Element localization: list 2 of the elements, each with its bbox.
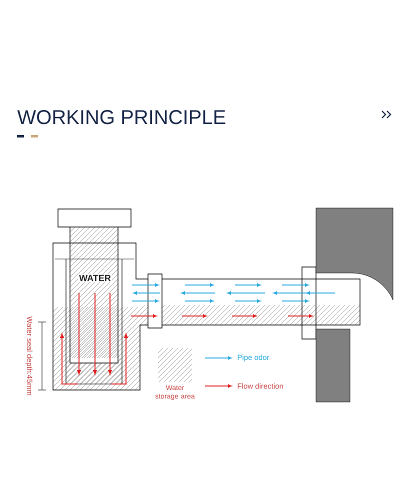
water-label: WATER [78, 274, 112, 282]
title: WORKING PRINCIPLE [17, 110, 226, 124]
